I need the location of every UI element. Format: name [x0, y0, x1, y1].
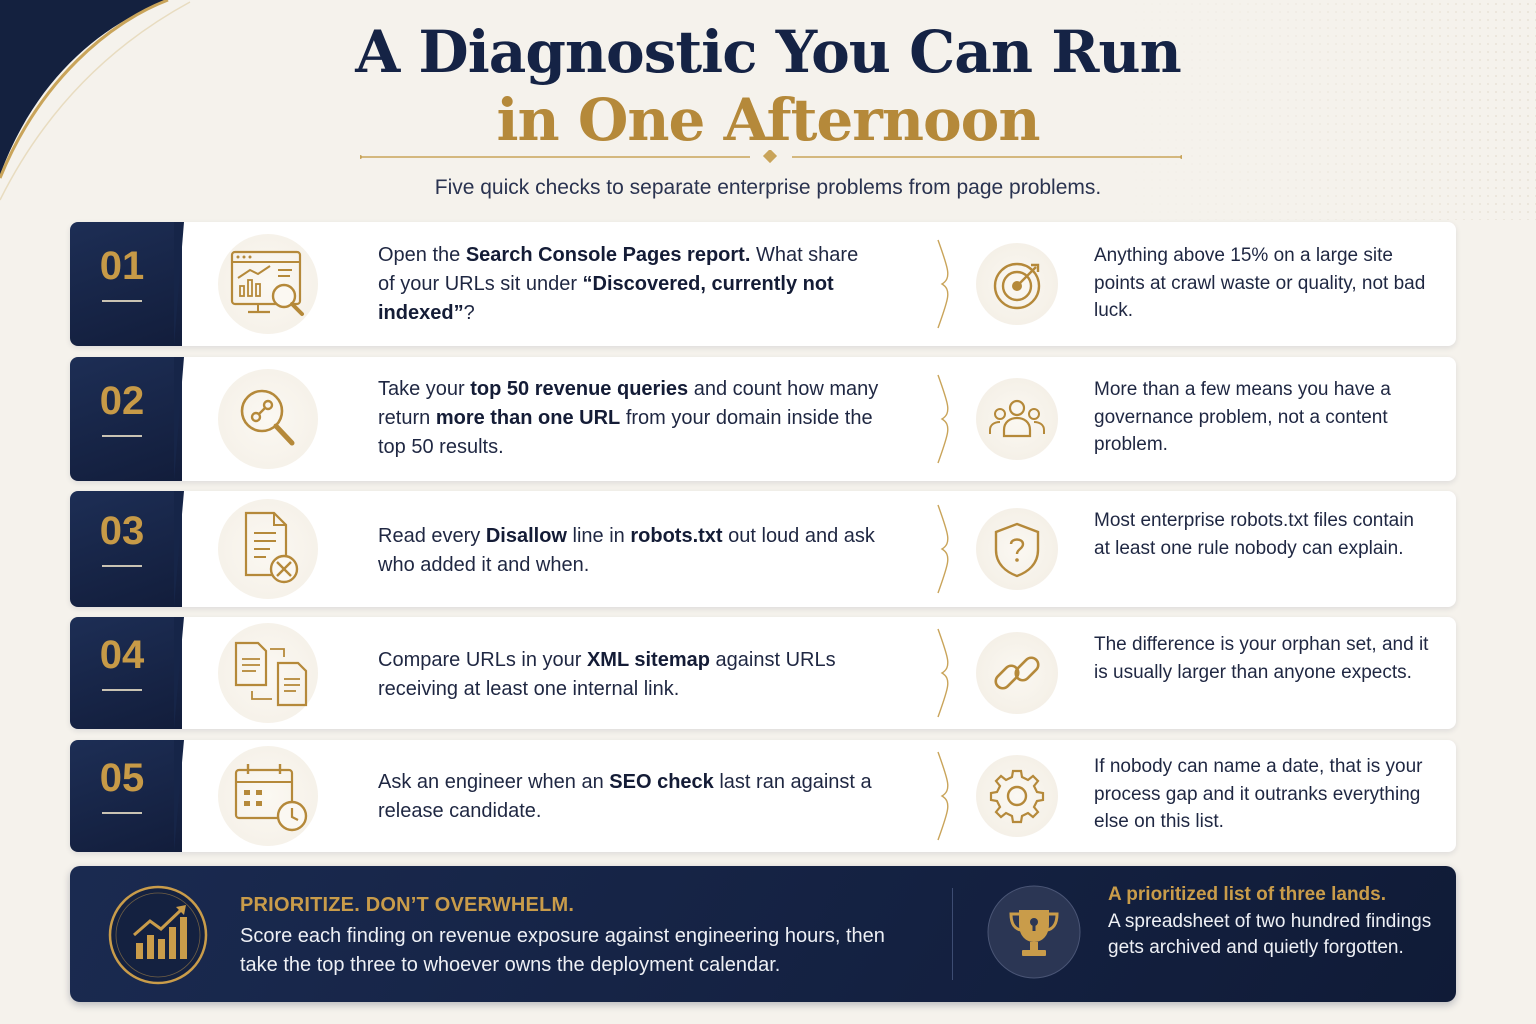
title-divider	[360, 150, 1182, 164]
check-result: If nobody can name a date, that is your …	[1094, 756, 1423, 832]
step-number: 03	[99, 509, 145, 553]
page-subtitle: Five quick checks to separate enterprise…	[434, 176, 1102, 199]
calendar-clock-icon	[234, 764, 308, 832]
step-number: 01	[99, 244, 145, 288]
step-number: 05	[99, 756, 145, 800]
document-blocked-icon	[244, 511, 299, 584]
chevron-right-icon	[937, 239, 949, 329]
magnifier-link-icon	[240, 389, 295, 446]
growth-chart-icon	[108, 885, 208, 985]
check-instruction: Read every Disallow line in robots.txt o…	[378, 525, 875, 576]
step-number-underline	[102, 689, 142, 691]
check-row-05: 05 Ask an engineer when an SEO check las…	[70, 740, 1456, 852]
tab-notch-decoration	[174, 491, 184, 607]
gear-icon	[989, 769, 1045, 824]
analytics-search-icon	[230, 250, 304, 316]
documents-compare-icon	[234, 641, 308, 707]
step-number-underline	[102, 812, 142, 814]
result-icon-circle	[976, 755, 1058, 837]
check-row-02: 02 Take your top 50 revenue queries and …	[70, 357, 1456, 481]
corner-swoosh-decoration	[0, 0, 191, 201]
check-row-03: 03 Read every Disallow line in robots.tx…	[70, 491, 1456, 607]
check-result: The difference is your orphan set, and i…	[1094, 634, 1429, 683]
step-number: 04	[99, 633, 145, 677]
step-number-tab: 05	[70, 740, 182, 852]
check-icon-circle	[218, 369, 318, 469]
banner-right-heading: A prioritized list of three lands.	[1108, 884, 1386, 905]
shield-question-icon	[994, 522, 1040, 578]
dot-pattern-decoration	[1116, 0, 1536, 220]
check-result: Anything above 15% on a large site point…	[1094, 245, 1426, 321]
tab-notch-decoration	[174, 222, 184, 346]
step-number-tab: 01	[70, 222, 182, 346]
banner-body-text: Score each finding on revenue exposure a…	[240, 925, 885, 976]
check-icon-circle	[218, 499, 318, 599]
check-result: Most enterprise robots.txt files contain…	[1094, 510, 1414, 559]
tab-notch-decoration	[174, 357, 184, 481]
page-title: A Diagnostic You Can Run	[355, 18, 1182, 86]
check-icon-circle	[218, 746, 318, 846]
chain-link-icon	[994, 656, 1040, 690]
tab-notch-decoration	[174, 617, 184, 729]
check-row-04: 04 Compare URLs in your XML sitemap agai…	[70, 617, 1456, 729]
step-number-tab: 03	[70, 491, 182, 607]
check-row-01: 01 Open the Search Console Pages report.…	[70, 222, 1456, 346]
result-icon-circle	[976, 378, 1058, 460]
chevron-right-icon	[937, 504, 949, 594]
chevron-right-icon	[937, 628, 949, 718]
step-number-underline	[102, 300, 142, 302]
prioritize-banner: PRIORITIZE. DON’T OVERWHELM. Score each …	[70, 866, 1456, 1002]
check-instruction: Compare URLs in your XML sitemap against…	[378, 649, 836, 700]
step-number-underline	[102, 435, 142, 437]
banner-heading: PRIORITIZE. DON’T OVERWHELM.	[240, 894, 575, 916]
target-icon	[993, 262, 1041, 310]
page-title-accent: in One Afternoon	[496, 86, 1040, 154]
step-number-underline	[102, 565, 142, 567]
check-result: More than a few means you have a governa…	[1094, 379, 1391, 455]
tab-notch-decoration	[174, 740, 184, 852]
check-icon-circle	[218, 623, 318, 723]
step-number-tab: 04	[70, 617, 182, 729]
result-icon-circle	[976, 632, 1058, 714]
result-icon-circle	[976, 508, 1058, 590]
trophy-icon	[987, 885, 1081, 979]
people-group-icon	[989, 399, 1045, 438]
check-instruction: Take your top 50 revenue queries and cou…	[378, 378, 879, 458]
result-icon-circle	[976, 243, 1058, 325]
banner-right-body: A spreadsheet of two hundred findings ge…	[1108, 911, 1432, 958]
banner-separator	[952, 888, 953, 980]
chevron-right-icon	[937, 751, 949, 841]
step-number: 02	[99, 379, 145, 423]
chevron-right-icon	[937, 374, 949, 464]
check-instruction: Open the Search Console Pages report. Wh…	[378, 244, 859, 324]
check-icon-circle	[218, 234, 318, 334]
step-number-tab: 02	[70, 357, 182, 481]
check-instruction: Ask an engineer when an SEO check last r…	[378, 771, 872, 822]
